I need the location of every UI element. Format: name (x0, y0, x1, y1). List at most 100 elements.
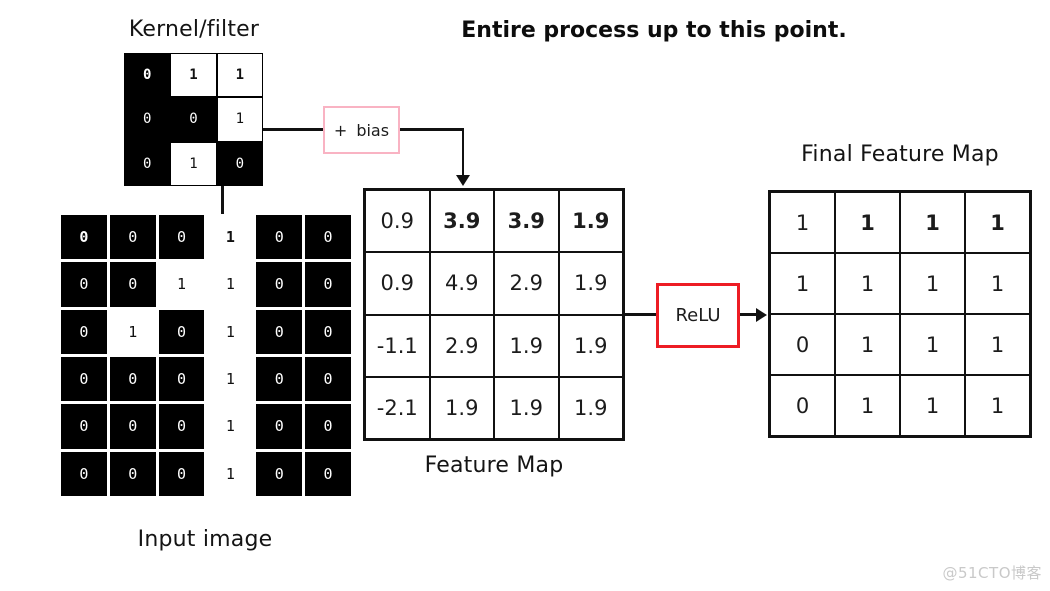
arrowhead-right-icon (756, 307, 767, 322)
input-image-grid-cell-r3c5: 0 (256, 309, 303, 354)
final-feature-map-grid-cell-r2c1: 1 (770, 253, 835, 314)
final-feature-map-grid-cell-r1c3: 1 (900, 192, 965, 253)
input-image-grid-cell-r1c5: 0 (256, 215, 303, 260)
input-image-grid-cell-r4c5: 0 (256, 356, 303, 402)
kernel-label: Kernel/filter (128, 17, 260, 42)
connector-relu-to-final (740, 313, 758, 316)
final-feature-map-grid-cell-r4c3: 1 (900, 375, 965, 436)
feature-map-grid-cell-r1c3: 3.9 (494, 190, 559, 253)
feature-map-grid-cell-r4c4: 1.9 (558, 376, 623, 439)
input-image-grid-cell-r5c6: 0 (305, 404, 351, 449)
input-image-grid-cell-r4c2: 0 (109, 356, 156, 402)
final-feature-map-grid-cell-r1c2: 1 (835, 192, 900, 253)
final-feature-map-grid-cell-r2c3: 1 (900, 253, 965, 314)
feature-map-grid-cell-r1c1: 0.9 (365, 190, 430, 253)
input-image-grid-cell-r5c2: 0 (109, 404, 156, 449)
input-image-grid-cell-r1c4: 1 (207, 215, 254, 260)
kernel-grid-cell-r2c1: 0 (124, 97, 171, 142)
connector-kernel-to-bias (263, 128, 323, 131)
input-image-grid-cell-r1c1: 0 (61, 215, 107, 260)
input-image-grid-cell-r1c2: 0 (109, 215, 156, 260)
input-image-grid-cell-r5c3: 0 (158, 404, 205, 449)
input-image-grid-cell-r2c5: 0 (256, 262, 303, 307)
input-image-grid-cell-r2c4: 1 (207, 262, 254, 307)
feature-map-grid-cell-r2c4: 1.9 (558, 252, 623, 315)
kernel-grid-cell-r1c3: 1 (216, 53, 263, 98)
bias-plus-sign: + (333, 120, 348, 140)
kernel-grid-cell-r3c1: 0 (124, 141, 171, 186)
feature-map-grid-cell-r1c4: 1.9 (558, 190, 623, 253)
input-image-grid-cell-r3c1: 0 (61, 309, 107, 354)
input-image-grid-cell-r4c4: 1 (207, 356, 254, 402)
kernel-grid-cell-r3c2: 1 (170, 141, 217, 186)
feature-map-grid-cell-r2c1: 0.9 (365, 252, 430, 315)
page-title: Entire process up to this point. (461, 18, 847, 43)
final-feature-map-grid-cell-r1c1: 1 (770, 192, 835, 253)
input-image-grid-cell-r1c6: 0 (305, 215, 351, 260)
input-image-grid-cell-r2c6: 0 (305, 262, 351, 307)
final-feature-map-grid-cell-r4c1: 0 (770, 375, 835, 436)
feature-map-grid-cell-r4c3: 1.9 (494, 376, 559, 439)
input-image-grid-cell-r3c4: 1 (207, 309, 254, 354)
input-image-grid-cell-r5c4: 1 (207, 404, 254, 449)
final-feature-map-title: Final Feature Map (801, 142, 999, 167)
kernel-grid-cell-r3c3: 0 (216, 141, 263, 186)
feature-map-grid-cell-r3c2: 2.9 (429, 314, 494, 377)
feature-map-grid-cell-r1c2: 3.9 (429, 190, 494, 253)
input-image-grid-cell-r2c1: 0 (61, 262, 107, 307)
final-feature-map-grid-cell-r3c1: 0 (770, 314, 835, 375)
kernel-grid-cell-r1c2: 1 (170, 53, 217, 98)
watermark: @51CTO博客 (942, 564, 1042, 582)
input-image-label: Input image (137, 527, 273, 552)
relu-box: ReLU (656, 283, 740, 348)
final-feature-map-grid-cell-r4c2: 1 (835, 375, 900, 436)
final-feature-map-grid-cell-r4c4: 1 (965, 375, 1030, 436)
feature-map-grid-cell-r4c1: -2.1 (365, 376, 430, 439)
feature-map-grid-cell-r3c1: -1.1 (365, 314, 430, 377)
input-image-grid-cell-r5c5: 0 (256, 404, 303, 449)
bias-word: bias (356, 120, 390, 140)
final-feature-map-grid-cell-r3c3: 1 (900, 314, 965, 375)
feature-map-grid-cell-r3c4: 1.9 (558, 314, 623, 377)
input-image-grid-cell-r4c1: 0 (61, 356, 107, 402)
input-image-grid-cell-r2c2: 0 (109, 262, 156, 307)
input-image-grid-cell-r6c2: 0 (109, 451, 156, 496)
input-image-grid-cell-r3c2: 1 (109, 309, 156, 354)
input-image-grid-cell-r3c3: 0 (158, 309, 205, 354)
input-image-grid-cell-r5c1: 0 (61, 404, 107, 449)
final-feature-map-grid-cell-r2c4: 1 (965, 253, 1030, 314)
kernel-grid-cell-r2c3: 1 (216, 97, 263, 142)
connector-featuremap-to-relu (625, 313, 656, 316)
feature-map-grid-cell-r2c2: 4.9 (429, 252, 494, 315)
relu-label: ReLU (675, 305, 721, 326)
feature-map-grid-cell-r2c3: 2.9 (494, 252, 559, 315)
kernel-grid-cell-r2c2: 0 (170, 97, 217, 142)
connector-bias-horizontal (400, 128, 464, 131)
input-image-grid-cell-r6c4: 1 (207, 451, 254, 496)
final-feature-map-grid-cell-r1c4: 1 (965, 192, 1030, 253)
input-image-grid-cell-r6c5: 0 (256, 451, 303, 496)
feature-map-grid-cell-r3c3: 1.9 (494, 314, 559, 377)
input-image-grid-cell-r1c3: 0 (158, 215, 205, 260)
final-feature-map-grid-cell-r3c2: 1 (835, 314, 900, 375)
input-image-grid-cell-r6c1: 0 (61, 451, 107, 496)
final-feature-map-grid-cell-r2c2: 1 (835, 253, 900, 314)
input-image-grid-cell-r6c3: 0 (158, 451, 205, 496)
feature-map-grid-cell-r4c2: 1.9 (429, 376, 494, 439)
input-image-grid-cell-r4c3: 0 (158, 356, 205, 402)
input-image-grid-cell-r6c6: 0 (305, 451, 351, 496)
connector-kernel-to-input (221, 186, 224, 214)
input-image-grid-cell-r3c6: 0 (305, 309, 351, 354)
feature-map-label: Feature Map (424, 453, 564, 478)
kernel-grid-cell-r1c1: 0 (124, 53, 171, 98)
final-feature-map-grid-cell-r3c4: 1 (965, 314, 1030, 375)
connector-bias-vertical (461, 128, 464, 176)
input-image-grid-cell-r4c6: 0 (305, 356, 351, 402)
bias-box: + bias (323, 106, 400, 154)
arrowhead-down-icon (456, 175, 470, 186)
